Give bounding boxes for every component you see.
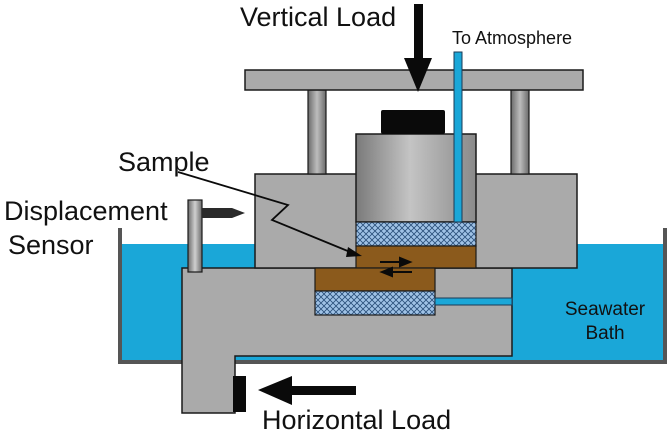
displacement-sensor-label-line1: Displacement	[4, 196, 168, 226]
displacement-sensor-label-line2: Sensor	[8, 230, 94, 260]
sample-label: Sample	[118, 147, 210, 177]
sample-lower	[314, 267, 436, 292]
upper-porous-stone	[355, 221, 477, 247]
drainage-channel-lower	[434, 297, 513, 306]
sample-leader-line	[177, 171, 356, 255]
opposing-arrows-icon	[379, 256, 413, 278]
seawater-bath-label-line2: Bath	[585, 323, 625, 344]
sample-upper	[355, 245, 477, 269]
drainage-tube-upper	[453, 51, 463, 223]
sample-leader-arrowhead	[346, 247, 362, 257]
seawater-bath-label-line1: Seawater	[564, 299, 646, 320]
arrow-down-icon	[404, 4, 432, 92]
horizontal-load-label: Horizontal Load	[262, 405, 452, 435]
lower-porous-stone	[314, 290, 436, 316]
arrow-left-icon	[258, 376, 356, 405]
support-post-right	[510, 89, 530, 175]
displacement-sensor-tip	[202, 208, 245, 218]
displacement-sensor-body	[187, 199, 203, 273]
support-post-left	[307, 89, 327, 175]
to-atmosphere-label: To Atmosphere	[452, 28, 573, 48]
load-cell	[381, 110, 445, 134]
horizontal-actuator	[233, 376, 246, 412]
bath-tank	[118, 228, 667, 364]
vertical-load-label: Vertical Load	[240, 2, 397, 32]
